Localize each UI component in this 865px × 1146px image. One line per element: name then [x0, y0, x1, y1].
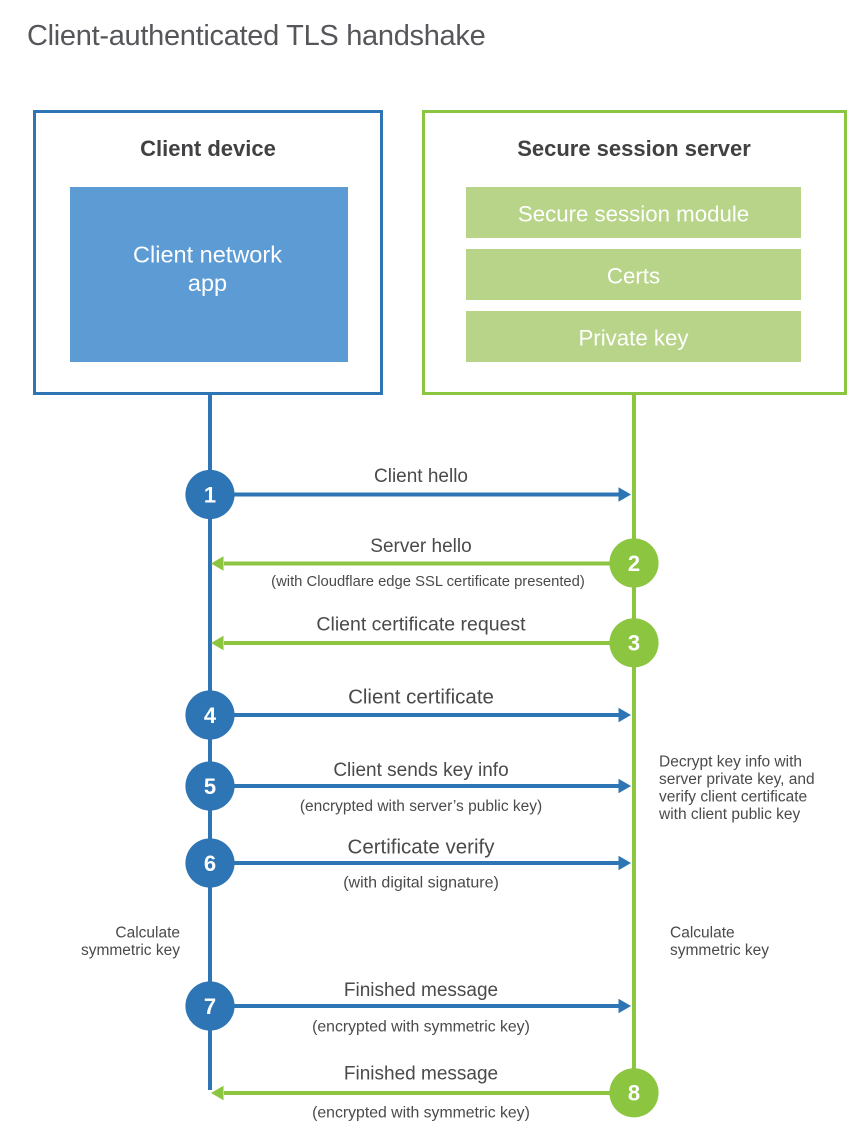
- svg-text:verify client certificate: verify client certificate: [659, 789, 807, 806]
- svg-text:Secure session server: Secure session server: [517, 136, 751, 161]
- svg-text:5: 5: [204, 774, 216, 799]
- svg-text:(encrypted with server’s publi: (encrypted with server’s public key): [300, 798, 542, 815]
- svg-text:Client hello: Client hello: [374, 466, 468, 487]
- svg-text:symmetric key: symmetric key: [670, 942, 769, 959]
- svg-text:Client certificate: Client certificate: [348, 686, 494, 709]
- svg-text:Certificate verify: Certificate verify: [348, 836, 496, 859]
- svg-text:Calculate: Calculate: [670, 925, 735, 942]
- svg-text:2: 2: [628, 551, 640, 576]
- svg-text:symmetric key: symmetric key: [81, 942, 180, 959]
- svg-text:(with Cloudflare edge SSL cert: (with Cloudflare edge SSL certificate pr…: [271, 574, 585, 590]
- svg-text:3: 3: [628, 631, 640, 656]
- svg-text:Calculate: Calculate: [115, 925, 180, 942]
- svg-text:Client sends key info: Client sends key info: [333, 760, 508, 781]
- svg-text:Secure session module: Secure session module: [518, 202, 749, 227]
- svg-text:Certs: Certs: [607, 264, 660, 289]
- svg-text:Decrypt key info with: Decrypt key info with: [659, 754, 802, 771]
- svg-text:8: 8: [628, 1081, 640, 1106]
- svg-text:Client certificate request: Client certificate request: [316, 614, 526, 636]
- svg-text:(encrypted with symmetric key): (encrypted with symmetric key): [312, 1019, 530, 1036]
- svg-text:with client public key: with client public key: [658, 806, 801, 823]
- svg-text:Finished message: Finished message: [344, 1064, 498, 1085]
- svg-text:server private key, and: server private key, and: [659, 771, 815, 788]
- svg-text:(with digital signature): (with digital signature): [343, 875, 499, 892]
- svg-text:Client-authenticated TLS hands: Client-authenticated TLS handshake: [27, 20, 485, 52]
- svg-text:Private key: Private key: [578, 326, 689, 351]
- svg-text:6: 6: [204, 851, 216, 876]
- svg-text:7: 7: [204, 994, 216, 1019]
- svg-text:app: app: [188, 270, 227, 296]
- svg-text:Client network: Client network: [133, 242, 282, 268]
- svg-text:(encrypted with symmetric key): (encrypted with symmetric key): [312, 1105, 530, 1122]
- svg-text:Server hello: Server hello: [370, 536, 471, 557]
- svg-text:Client device: Client device: [140, 136, 276, 161]
- svg-text:4: 4: [204, 703, 217, 728]
- svg-text:Finished message: Finished message: [344, 980, 498, 1001]
- svg-text:1: 1: [204, 482, 216, 507]
